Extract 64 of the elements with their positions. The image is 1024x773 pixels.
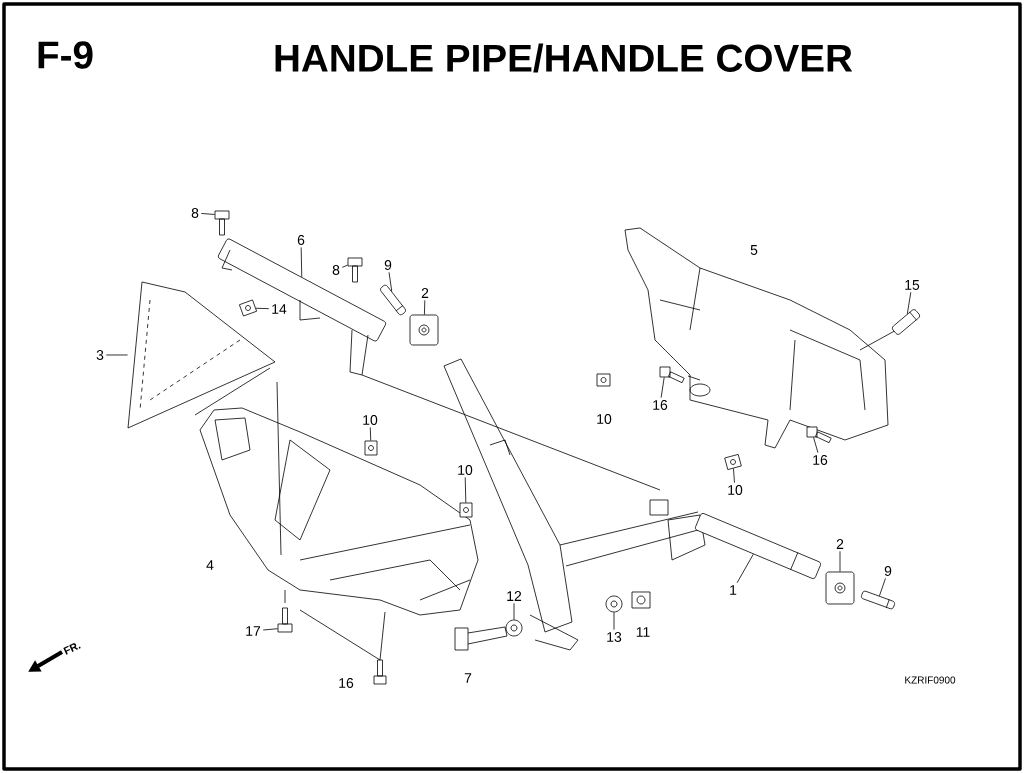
bolt-drawing bbox=[861, 590, 895, 610]
washer-drawing bbox=[505, 619, 523, 637]
leader-line bbox=[105, 354, 128, 356]
direction-label: FR. bbox=[63, 643, 81, 655]
drawing-code: KZRIF0900 bbox=[905, 676, 956, 684]
screw-drawing bbox=[806, 426, 832, 444]
bolt-drawing bbox=[380, 284, 406, 316]
callout-number: 12 bbox=[507, 591, 522, 601]
leader-line bbox=[388, 271, 393, 292]
leader-line bbox=[300, 246, 303, 278]
clip-drawing bbox=[724, 454, 742, 470]
clip-drawing bbox=[364, 440, 378, 456]
callout-number: 16 bbox=[813, 455, 828, 465]
screw-drawing bbox=[214, 210, 230, 236]
leader-line bbox=[369, 426, 372, 441]
collar-drawing bbox=[409, 314, 439, 346]
callout-number: 10 bbox=[458, 465, 473, 475]
callout-number: 16 bbox=[653, 400, 668, 410]
callout-number: 10 bbox=[363, 415, 378, 425]
sheet-number: F-9 bbox=[38, 41, 93, 69]
callout-number: 9 bbox=[384, 260, 392, 270]
callout-number: 8 bbox=[332, 265, 340, 275]
screw-drawing bbox=[277, 607, 293, 633]
callout-number: 3 bbox=[96, 350, 104, 360]
callout-number: 16 bbox=[339, 678, 354, 688]
callout-number: 6 bbox=[297, 235, 305, 245]
leader-line bbox=[255, 307, 270, 310]
callout-number: 9 bbox=[884, 566, 892, 576]
callout-number: 2 bbox=[836, 539, 844, 549]
leader-line bbox=[879, 577, 886, 597]
leader-line bbox=[341, 264, 348, 268]
clip-drawing bbox=[459, 502, 473, 518]
callout-number: 5 bbox=[750, 245, 758, 255]
bolt-drawing bbox=[892, 309, 920, 335]
leader-line bbox=[200, 213, 215, 215]
leader-line bbox=[613, 612, 615, 631]
callout-number: 7 bbox=[464, 673, 472, 683]
leader-line bbox=[813, 437, 819, 454]
leader-line bbox=[262, 628, 278, 631]
title: HANDLE PIPE/HANDLE COVER bbox=[275, 43, 853, 73]
screw-drawing bbox=[659, 366, 685, 384]
collar-drawing bbox=[825, 571, 855, 605]
callout-number: 10 bbox=[728, 485, 743, 495]
leader-line bbox=[424, 299, 426, 315]
leader-line bbox=[839, 550, 841, 572]
callout-number: 10 bbox=[597, 414, 612, 424]
callout-number: 8 bbox=[191, 208, 199, 218]
callout-number: 1 bbox=[730, 585, 737, 595]
screw-drawing bbox=[347, 257, 363, 283]
handle-pipe-drawing bbox=[695, 513, 821, 579]
callout-number: 11 bbox=[636, 627, 650, 637]
callout-number: 2 bbox=[421, 288, 429, 298]
leader-line bbox=[513, 602, 515, 620]
callout-number: 14 bbox=[272, 304, 287, 314]
callout-number: 15 bbox=[905, 280, 920, 290]
callout-number: 4 bbox=[206, 560, 214, 570]
callout-number: 13 bbox=[607, 632, 622, 642]
leader-line bbox=[733, 468, 735, 484]
callout-number: 17 bbox=[246, 626, 261, 636]
leader-line bbox=[660, 377, 665, 399]
washer-drawing bbox=[605, 595, 623, 613]
leader-line bbox=[736, 553, 754, 584]
leader-line bbox=[906, 291, 912, 315]
leader-line bbox=[464, 476, 467, 503]
